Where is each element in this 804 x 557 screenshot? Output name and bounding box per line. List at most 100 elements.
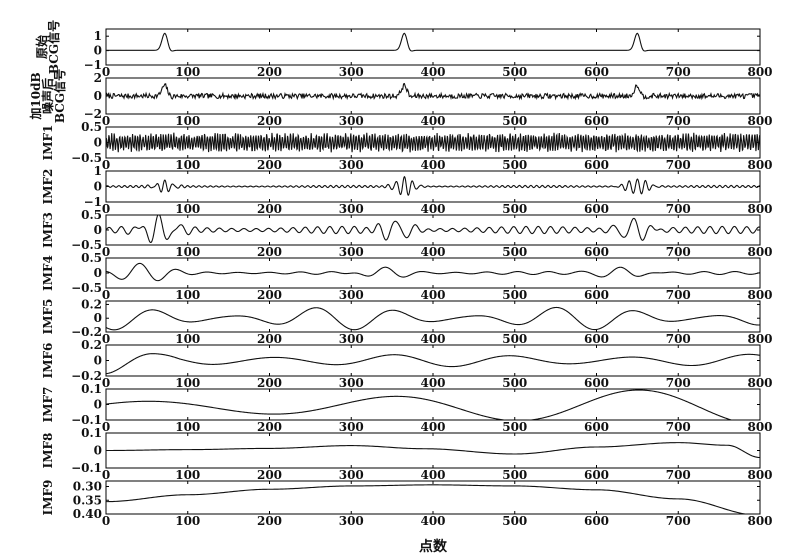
axes-frame bbox=[105, 432, 761, 469]
x-tick-label: 500 bbox=[502, 332, 527, 346]
x-tick-label: 400 bbox=[420, 514, 445, 528]
y-tick-label: −0.5 bbox=[71, 238, 102, 252]
x-tick-label: 800 bbox=[747, 376, 772, 390]
x-tick-label: 400 bbox=[420, 468, 445, 482]
y-axis-label-line: IMF6 bbox=[41, 343, 55, 379]
y-tick-label: 0 bbox=[94, 223, 102, 237]
signal-line-1 bbox=[106, 32, 760, 52]
x-tick-label: 100 bbox=[175, 332, 200, 346]
x-tick-label: 200 bbox=[257, 114, 282, 128]
x-tick-label: 500 bbox=[502, 420, 527, 434]
signal-line-8 bbox=[106, 353, 760, 375]
y-tick-label: 0.1 bbox=[81, 382, 102, 396]
y-tick-label: 0.2 bbox=[81, 338, 102, 352]
y-axis-label-line: BCG信号 bbox=[52, 69, 67, 123]
y-axis-label: IMF6 bbox=[41, 343, 55, 379]
x-tick-label: 100 bbox=[175, 114, 200, 128]
signal-line-9 bbox=[106, 389, 734, 420]
x-tick-label: 200 bbox=[257, 65, 282, 79]
x-tick-label: 300 bbox=[339, 245, 364, 259]
x-tick-label: 300 bbox=[339, 376, 364, 390]
x-tick-label: 400 bbox=[420, 332, 445, 346]
x-tick-label: 600 bbox=[584, 420, 609, 434]
x-tick-label: 300 bbox=[339, 514, 364, 528]
x-tick-label: 200 bbox=[257, 420, 282, 434]
signal-line-10 bbox=[106, 442, 760, 459]
y-tick-label: 2 bbox=[94, 71, 102, 85]
x-tick-label: 800 bbox=[747, 202, 772, 216]
x-tick-label: 700 bbox=[666, 158, 691, 172]
x-tick-label: 200 bbox=[257, 202, 282, 216]
x-tick-label: 300 bbox=[339, 288, 364, 302]
x-tick-label: 0 bbox=[102, 376, 110, 390]
x-tick-label: 700 bbox=[666, 245, 691, 259]
x-tick-label: 500 bbox=[502, 158, 527, 172]
axes-frame bbox=[105, 388, 761, 421]
x-tick-label: 400 bbox=[420, 65, 445, 79]
x-tick-label: 700 bbox=[666, 65, 691, 79]
x-tick-label: 200 bbox=[257, 158, 282, 172]
x-tick-label: 300 bbox=[339, 65, 364, 79]
x-tick-label: 500 bbox=[502, 514, 527, 528]
x-tick-label: 300 bbox=[339, 332, 364, 346]
x-tick-label: 100 bbox=[175, 202, 200, 216]
x-tick-label: 500 bbox=[502, 376, 527, 390]
y-axis-label: IMF1 bbox=[41, 125, 55, 161]
x-tick-label: 500 bbox=[502, 468, 527, 482]
x-tick-label: 700 bbox=[666, 514, 691, 528]
y-tick-label: 0.40 bbox=[73, 507, 102, 521]
x-tick-label: 200 bbox=[257, 332, 282, 346]
x-tick-label: 200 bbox=[257, 288, 282, 302]
x-tick-label: 600 bbox=[584, 332, 609, 346]
y-tick-label: −0.2 bbox=[71, 325, 102, 339]
y-tick-label: 0.1 bbox=[81, 426, 102, 440]
x-tick-label: 100 bbox=[175, 376, 200, 390]
y-axis-label-line: IMF5 bbox=[41, 299, 55, 335]
x-tick-label: 100 bbox=[175, 65, 200, 79]
x-tick-label: 0 bbox=[102, 65, 110, 79]
x-tick-label: 700 bbox=[666, 114, 691, 128]
y-axis-label: IMF2 bbox=[41, 169, 55, 205]
x-tick-label: 0 bbox=[102, 420, 110, 434]
x-tick-label: 400 bbox=[420, 420, 445, 434]
y-axis-label-line: 加10dB bbox=[28, 72, 43, 120]
y-tick-label: 0 bbox=[94, 398, 102, 412]
x-tick-label: 0 bbox=[102, 114, 110, 128]
y-tick-label: 0.5 bbox=[81, 120, 102, 134]
y-axis-label-line: IMF9 bbox=[41, 480, 55, 516]
y-axis-label: 加10dB噪声后BCG信号 bbox=[28, 69, 67, 123]
x-tick-label: 300 bbox=[339, 114, 364, 128]
x-tick-label: 200 bbox=[257, 245, 282, 259]
signal-line-11 bbox=[106, 484, 749, 514]
x-tick-label: 500 bbox=[502, 202, 527, 216]
signal-line-7 bbox=[106, 306, 760, 331]
x-tick-label: 700 bbox=[666, 202, 691, 216]
x-tick-label: 600 bbox=[584, 376, 609, 390]
signal-line-5 bbox=[106, 215, 760, 244]
y-tick-label: 0 bbox=[94, 266, 102, 280]
signal-line-2 bbox=[106, 82, 760, 101]
x-tick-label: 400 bbox=[420, 245, 445, 259]
x-tick-label: 800 bbox=[747, 65, 772, 79]
x-tick-label: 800 bbox=[747, 514, 772, 528]
y-axis-label-line: IMF3 bbox=[41, 212, 55, 248]
x-tick-label: 800 bbox=[747, 420, 772, 434]
y-tick-label: −0.5 bbox=[71, 281, 102, 295]
y-axis-label-line: 原始 bbox=[34, 35, 49, 59]
x-tick-label: 800 bbox=[747, 288, 772, 302]
x-tick-label: 100 bbox=[175, 158, 200, 172]
y-axis-label: 原始BCG信号 bbox=[34, 20, 61, 74]
x-tick-label: 0 bbox=[102, 202, 110, 216]
y-tick-label: 0 bbox=[94, 180, 102, 194]
x-axis-label: 点数 bbox=[419, 538, 448, 555]
y-axis-label-line: 噪声后 bbox=[40, 78, 55, 114]
x-tick-label: 600 bbox=[584, 65, 609, 79]
y-axis-label: IMF3 bbox=[41, 212, 55, 248]
